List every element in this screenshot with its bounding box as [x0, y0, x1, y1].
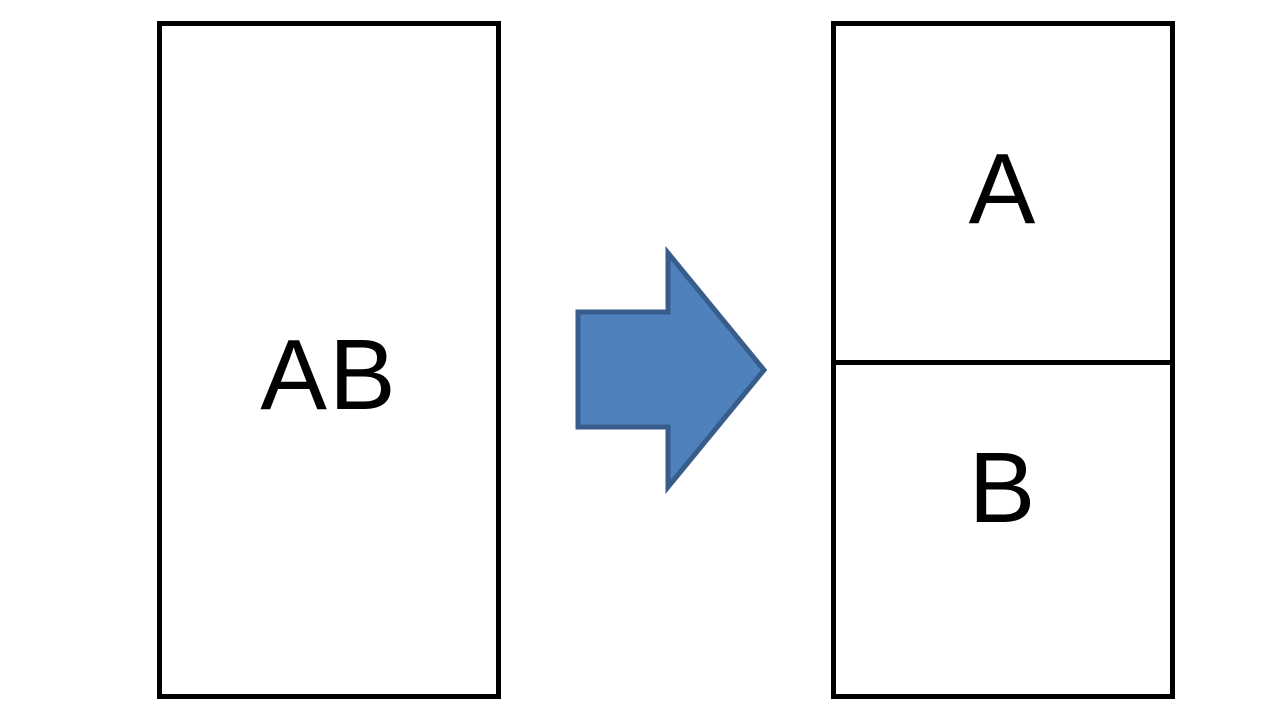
split-box-bottom: B: [836, 362, 1170, 694]
bottom-label: B: [968, 432, 1038, 544]
split-box: A B: [831, 21, 1175, 699]
split-box-top: A: [836, 26, 1170, 362]
arrow-shape: [575, 246, 768, 494]
top-label: A: [968, 133, 1038, 245]
right-arrow-icon: [575, 246, 768, 494]
split-divider: [836, 360, 1170, 365]
combined-label: AB: [260, 319, 398, 431]
combined-box: AB: [157, 21, 501, 699]
